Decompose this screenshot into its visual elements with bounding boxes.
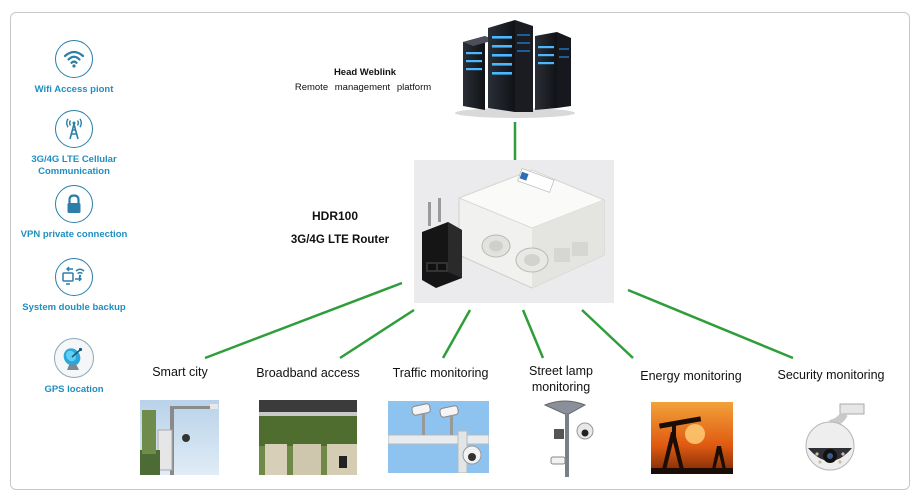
link-traffic <box>441 309 472 359</box>
backup-icon <box>55 258 93 296</box>
feature-backup: System double backup <box>14 258 134 314</box>
link-street-lamp <box>521 309 545 359</box>
router-photo <box>414 160 614 303</box>
lock-icon <box>55 185 93 223</box>
energy-photo <box>651 402 733 474</box>
router-name: HDR100 <box>311 209 359 223</box>
app-traffic-label: Traffic monitoring <box>392 366 489 380</box>
street-lamp-photo <box>539 399 599 477</box>
broadband-photo <box>259 400 357 475</box>
app-street-lamp-label: Street lamp monitoring <box>529 364 593 394</box>
app-security-label: Security monitoring <box>777 368 885 382</box>
app-broadband-label: Broadband access <box>256 366 360 380</box>
feature-label: System double backup <box>22 302 126 313</box>
feature-gps: GPS location <box>14 338 134 396</box>
traffic-photo <box>388 401 489 473</box>
wifi-icon <box>55 40 93 78</box>
link-broadband <box>339 308 415 360</box>
feature-cellular: 3G/4G LTE Cellular Communication <box>14 110 134 178</box>
feature-label: 3G/4G LTE Cellular Communication <box>31 154 117 177</box>
link-energy <box>581 309 634 359</box>
smart-city-photo <box>140 400 219 475</box>
feature-label: Wifi Access piont <box>34 84 114 95</box>
feature-wifi: Wifi Access piont <box>14 40 134 96</box>
platform-subtitle: Remote management platform <box>294 82 432 93</box>
security-camera-photo <box>800 402 872 474</box>
link-smart-city <box>204 281 403 360</box>
feature-label: VPN private connection <box>20 229 128 240</box>
app-smart-city-label: Smart city <box>152 365 208 379</box>
link-security <box>627 288 794 360</box>
satellite-dish-icon <box>54 338 94 378</box>
feature-vpn: VPN private connection <box>14 185 134 241</box>
server-icon <box>453 20 578 120</box>
feature-label: GPS location <box>44 384 104 395</box>
cell-tower-icon <box>55 110 93 148</box>
platform-title: Head Weblink <box>333 67 397 78</box>
router-type: 3G/4G LTE Router <box>290 234 390 246</box>
app-energy-label: Energy monitoring <box>640 369 742 383</box>
